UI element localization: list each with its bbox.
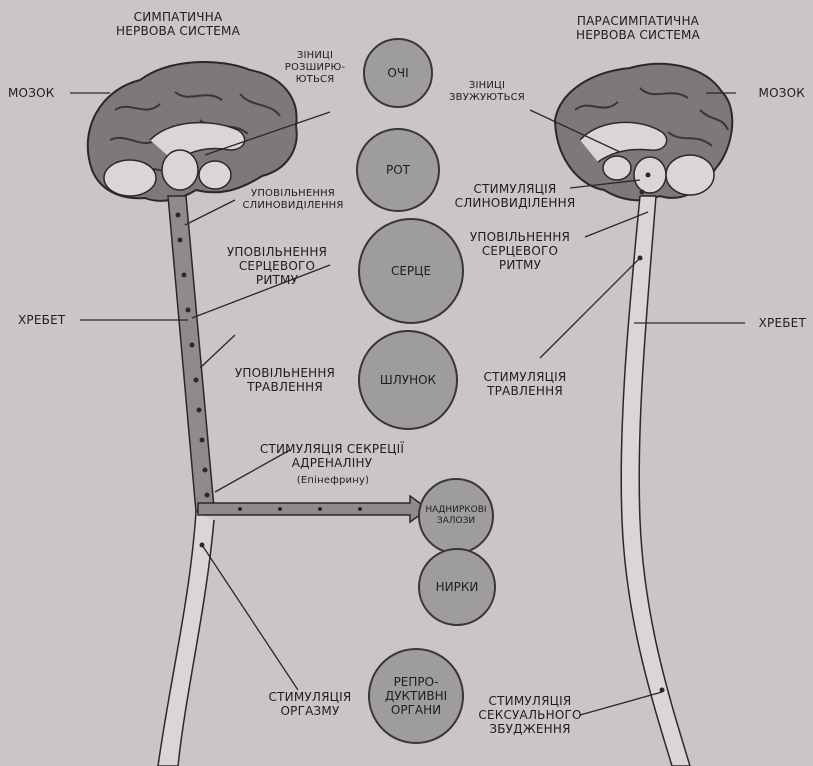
sympathetic-orgasm-label: СТИМУЛЯЦІЯ ОРГАЗМУ [255, 690, 365, 718]
organ-kidneys: НИРКИ [418, 548, 496, 626]
organ-reproductive: РЕПРО- ДУКТИВНІ ОРГАНИ [368, 648, 464, 744]
sympathetic-title: СИМПАТИЧНА НЕРВОВА СИСТЕМА [98, 10, 258, 38]
parasympathetic-heart-label: УПОВІЛЬНЕННЯ СЕРЦЕВОГО РИТМУ [455, 230, 585, 272]
adrenaline-arrow [198, 496, 428, 522]
right-brain [555, 64, 732, 200]
sympathetic-digestion-label: УПОВІЛЬНЕННЯ ТРАВЛЕННЯ [220, 366, 350, 394]
sympathetic-pupils-label: ЗІНИЦІ РОЗШИРЮ- ЮТЬСЯ [280, 50, 350, 86]
parasympathetic-digestion-label: СТИМУЛЯЦІЯ ТРАВЛЕННЯ [470, 370, 580, 398]
sympathetic-brain-label: МОЗОК [8, 86, 78, 100]
organ-stomach: ШЛУНОК [358, 330, 458, 430]
parasympathetic-spine-label: ХРЕБЕТ [740, 316, 806, 330]
sympathetic-spine-label: ХРЕБЕТ [18, 313, 88, 327]
left-spine [158, 196, 214, 766]
organ-adrenal-glands: НАДНИРКОВІ ЗАЛОЗИ [418, 478, 494, 554]
organ-eyes: ОЧІ [363, 38, 433, 108]
organ-mouth: РОТ [356, 128, 440, 212]
parasympathetic-pupils-label: ЗІНИЦІ ЗВУЖУЮТЬСЯ [432, 80, 542, 104]
parasympathetic-brain-label: МОЗОК [735, 86, 805, 100]
parasympathetic-saliva-label: СТИМУЛЯЦІЯ СЛИНОВИДІЛЕННЯ [440, 182, 590, 210]
right-spine [621, 173, 690, 766]
parasympathetic-arousal-label: СТИМУЛЯЦІЯ СЕКСУАЛЬНОГО ЗБУДЖЕННЯ [470, 694, 590, 736]
sympathetic-heart-label: УПОВІЛЬНЕННЯ СЕРЦЕВОГО РИТМУ [212, 245, 342, 287]
parasympathetic-title: ПАРАСИМПАТИЧНА НЕРВОВА СИСТЕМА [548, 14, 728, 42]
left-brain [88, 62, 297, 201]
sympathetic-epinephrine-label: (Епінефрину) [278, 475, 388, 487]
sympathetic-saliva-label: УПОВІЛЬНЕННЯ СЛИНОВИДІЛЕННЯ [228, 188, 358, 212]
organ-heart: СЕРЦЕ [358, 218, 464, 324]
sympathetic-adrenaline-label: СТИМУЛЯЦІЯ СЕКРЕЦІЇ АДРЕНАЛІНУ [232, 442, 432, 470]
